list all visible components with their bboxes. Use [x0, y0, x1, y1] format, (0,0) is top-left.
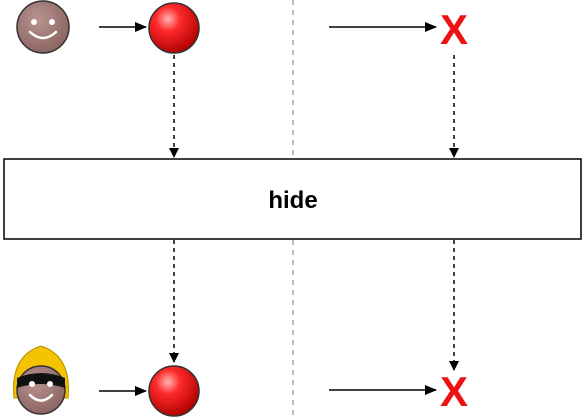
- x-mark-icon: X: [440, 6, 468, 53]
- operator-box: [3, 158, 582, 240]
- red-ball-icon: [148, 2, 200, 54]
- red-ball-icon: [148, 365, 200, 417]
- masked-face-icon: [13, 345, 69, 415]
- x-mark-icon: X: [440, 368, 468, 415]
- operator-label: hide: [268, 187, 317, 214]
- smiley-face-icon: [16, 0, 70, 54]
